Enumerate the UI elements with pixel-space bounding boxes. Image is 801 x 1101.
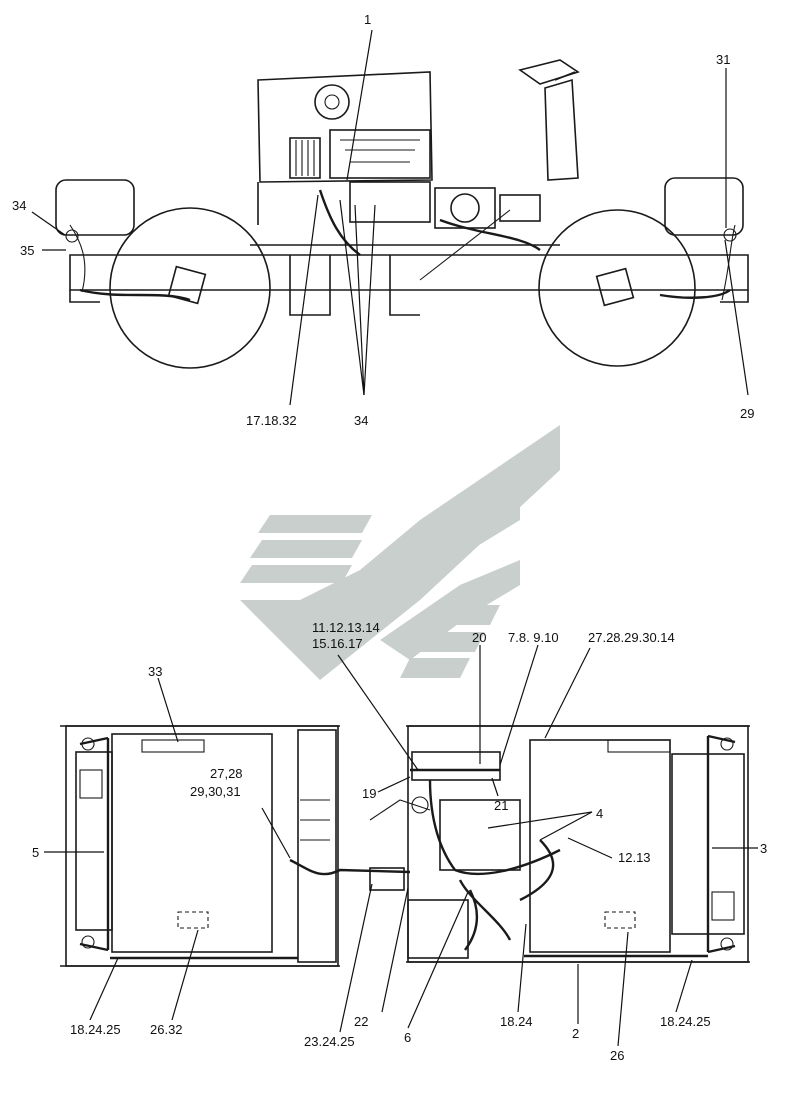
plan-view-right-frame <box>406 725 750 963</box>
callout-17-18-32: 17.18.32 <box>246 413 297 428</box>
callout-27-28-29-30-14: 27.28.29.30.14 <box>588 630 675 645</box>
callout-7-8-9-10: 7.8. 9.10 <box>508 630 559 645</box>
callout-26-32: 26.32 <box>150 1022 183 1037</box>
plan-view-leaders <box>44 644 758 1047</box>
callout-1: 1 <box>364 12 371 27</box>
callout-34: 34 <box>12 198 26 213</box>
callout-18-24-25-right: 18.24.25 <box>660 1014 711 1029</box>
callout-29: 29 <box>740 406 754 421</box>
callout-4: 4 <box>596 806 603 821</box>
callout-2: 2 <box>572 1026 579 1041</box>
callout-15-16-17: 15.16.17 <box>312 636 363 651</box>
callout-35: 35 <box>20 243 34 258</box>
callout-33: 33 <box>148 664 162 679</box>
callout-34-engine: 34 <box>354 413 368 428</box>
callout-6: 6 <box>404 1030 411 1045</box>
callout-23-24-25: 23.24.25 <box>304 1034 355 1049</box>
callout-3: 3 <box>760 841 767 856</box>
callout-12-13: 12.13 <box>618 850 651 865</box>
callout-11-12-13-14: 11.12.13.14 <box>312 620 380 635</box>
stripes-logo-icon <box>240 425 560 680</box>
callout-20: 20 <box>472 630 486 645</box>
callout-22: 22 <box>354 1014 368 1029</box>
callout-29-30-31: 29,30,31 <box>190 784 241 799</box>
callout-5: 5 <box>32 845 39 860</box>
callout-18-24-25-left: 18.24.25 <box>70 1022 121 1037</box>
callout-26: 26 <box>610 1048 624 1063</box>
side-view-machine <box>55 59 749 369</box>
callout-27-28: 27,28 <box>210 766 243 781</box>
callout-18-24: 18.24 <box>500 1014 533 1029</box>
callout-21: 21 <box>494 798 508 813</box>
callout-19: 19 <box>362 786 376 801</box>
plan-view-left-frame <box>60 725 340 967</box>
side-view-leaders <box>31 29 749 406</box>
callout-31: 31 <box>716 52 730 67</box>
